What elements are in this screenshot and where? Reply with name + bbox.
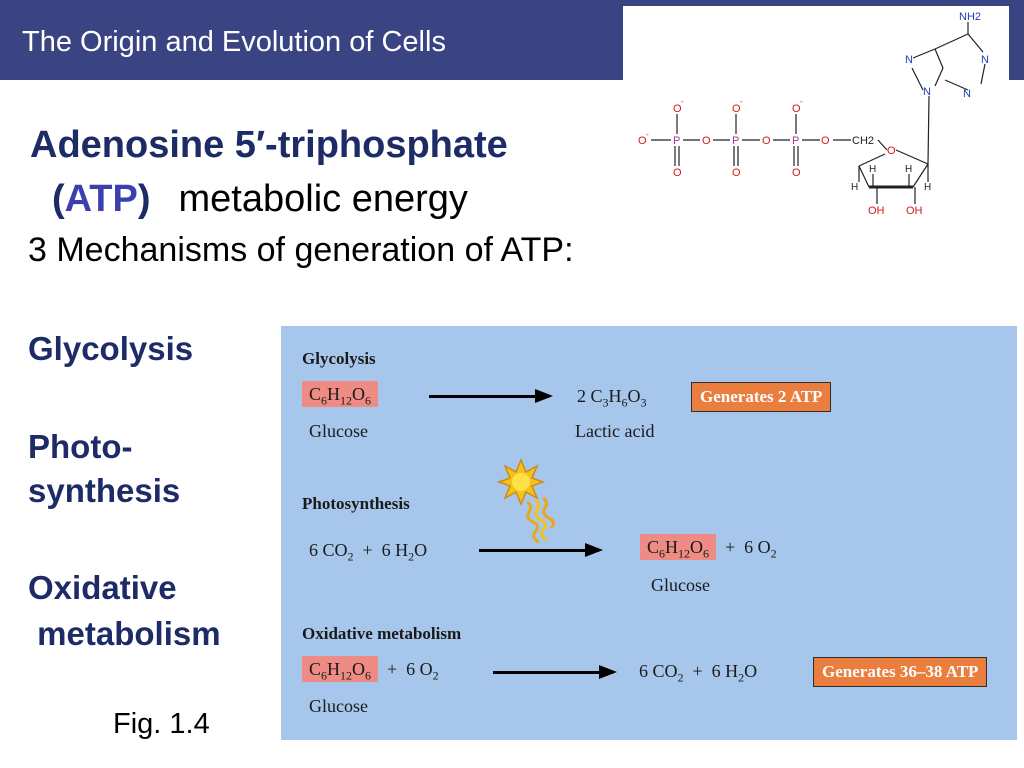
- oxygen-atom: O: [792, 103, 801, 115]
- sun-icon: [497, 458, 556, 544]
- nitrogen-atom: N: [923, 86, 931, 98]
- oxygen-atom: O: [673, 103, 682, 115]
- open-paren: (: [52, 178, 65, 220]
- reaction-arrow: [479, 543, 603, 557]
- oxygen-atom: O: [702, 135, 711, 147]
- glucose-caption: Glucose: [309, 696, 368, 716]
- oxygen-atom: O: [673, 167, 682, 179]
- close-paren: ): [137, 178, 151, 220]
- atp-generation-figure: Glycolysis C6H12O6 Glucose 2 C3H6O3 Lact…: [281, 326, 1017, 740]
- hydroxyl-group: OH: [868, 205, 885, 217]
- oxygen-atom: O: [638, 135, 647, 147]
- lactic-acid-formula: 2 C3H6O3: [577, 386, 647, 410]
- hydrogen-atom: H: [869, 164, 876, 175]
- label-oxidative-line1: Oxidative: [28, 569, 177, 606]
- atp-abbreviation: ATP: [64, 178, 138, 220]
- photosynthesis-title: Photosynthesis: [302, 494, 410, 513]
- slide-title: The Origin and Evolution of Cells: [22, 26, 446, 58]
- glycolysis-title: Glycolysis: [302, 349, 376, 368]
- atp-yield-badge: Generates 2 ATP: [691, 382, 832, 412]
- mechanisms-text: 3 Mechanisms of generation of ATP:: [28, 231, 574, 269]
- reaction-arrow: [493, 665, 617, 679]
- charge-sign: -: [740, 97, 743, 106]
- co2-water-formula: 6 CO2 + 6 H2O: [309, 540, 428, 564]
- oxygen-atom: O: [732, 103, 741, 115]
- atp-yield-badge: Generates 36–38 ATP: [813, 657, 988, 687]
- phosphorus-atom: P: [732, 135, 739, 147]
- hydrogen-atom: H: [905, 164, 912, 175]
- label-photosynthesis-line2: synthesis: [28, 472, 181, 509]
- oxygen-atom: O: [762, 135, 771, 147]
- co2-water-formula: 6 CO2 + 6 H2O: [639, 661, 758, 685]
- phosphorus-atom: P: [673, 135, 680, 147]
- oxygen-atom: O: [821, 135, 830, 147]
- metabolic-energy-text: metabolic energy: [178, 178, 468, 220]
- glucose-oxygen-formula: C6H12O6 + 6 O2: [640, 534, 777, 562]
- nitrogen-atom: N: [963, 88, 971, 100]
- oxidative-title: Oxidative metabolism: [302, 624, 462, 643]
- atp-structure-diagram: O - P O - O O P O - O O P O - O O CH2 O …: [623, 6, 1009, 224]
- lactic-acid-caption: Lactic acid: [575, 421, 655, 441]
- nitrogen-atom: N: [981, 54, 989, 66]
- label-photosynthesis-line1: Photo-: [28, 428, 133, 465]
- nitrogen-atom: N: [905, 54, 913, 66]
- label-oxidative-line2: metabolism: [28, 615, 221, 652]
- label-glycolysis: Glycolysis: [28, 330, 194, 367]
- phosphorus-atom: P: [792, 135, 799, 147]
- glucose-caption: Glucose: [309, 421, 368, 441]
- glucose-caption: Glucose: [651, 575, 710, 595]
- glucose-oxygen-formula: C6H12O6 + 6 O2: [302, 656, 439, 684]
- charge-sign: -: [646, 130, 649, 139]
- oxygen-atom: O: [732, 167, 741, 179]
- charge-sign: -: [681, 97, 684, 106]
- oxygen-atom: O: [792, 167, 801, 179]
- reaction-arrow: [429, 389, 553, 403]
- charge-sign: -: [800, 97, 803, 106]
- atp-subheading: (ATP) metabolic energy: [52, 178, 468, 221]
- figure-label: Fig. 1.4: [113, 708, 210, 740]
- amino-group: NH2: [959, 11, 981, 23]
- ch2-label: CH2: [852, 135, 874, 147]
- hydrogen-atom: H: [851, 182, 858, 193]
- atp-structure-svg: O - P O - O O P O - O O P O - O O CH2 O …: [638, 11, 989, 217]
- hydroxyl-group: OH: [906, 205, 923, 217]
- atp-heading: Adenosine 5′-triphosphate: [30, 124, 508, 166]
- hydrogen-atom: H: [924, 182, 931, 193]
- glucose-formula: C6H12O6: [302, 381, 379, 409]
- oxygen-atom: O: [887, 145, 896, 157]
